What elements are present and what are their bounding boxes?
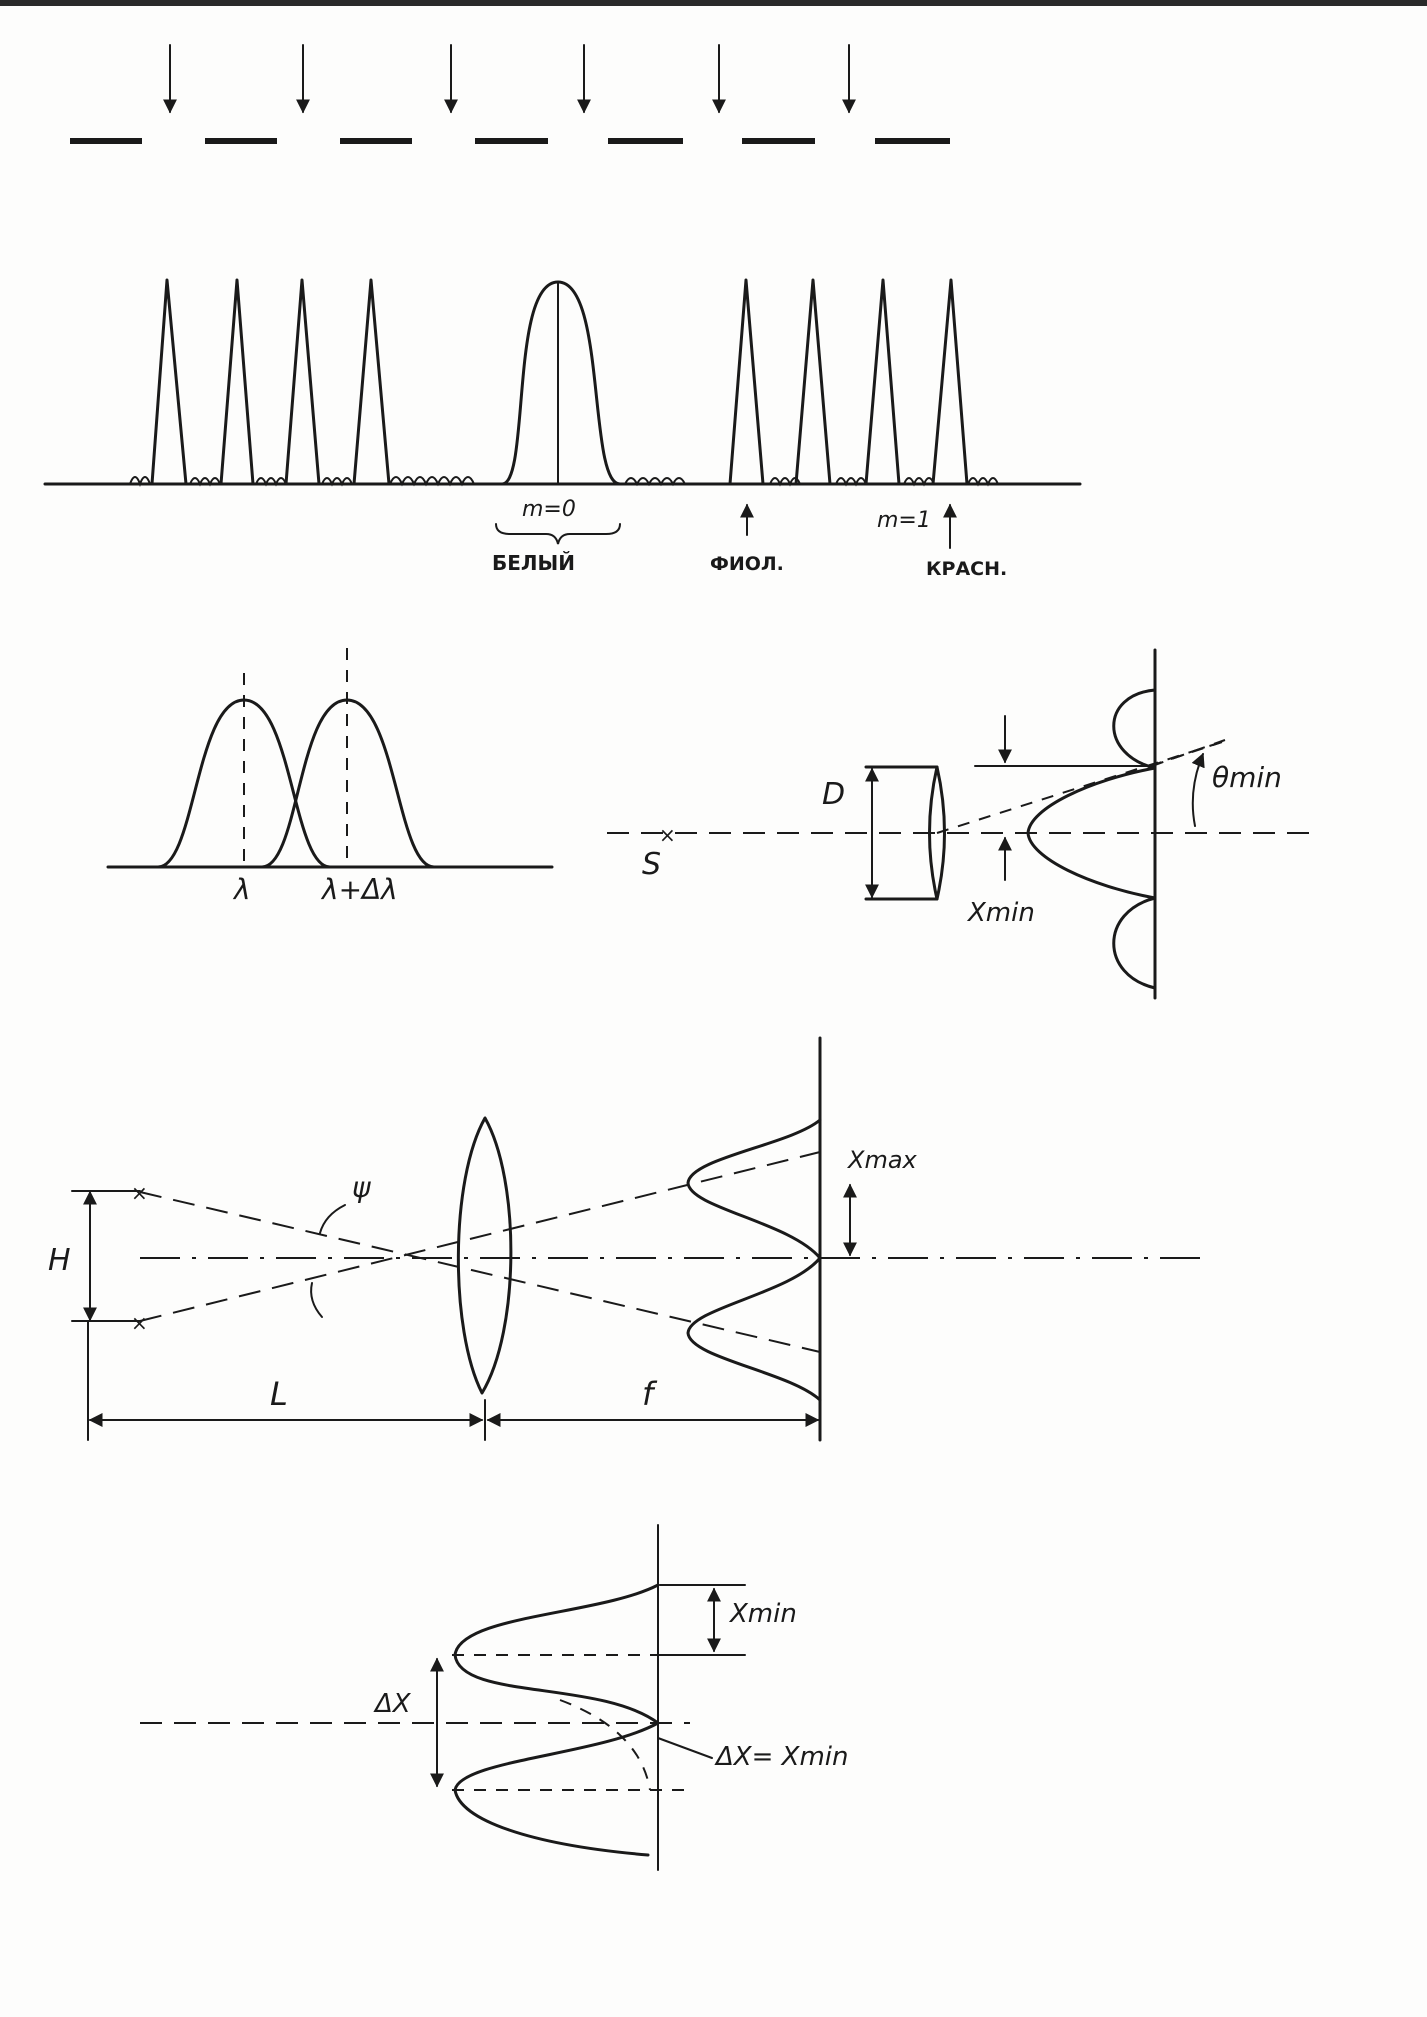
aperture-label: D: [822, 777, 845, 812]
criterion-leader-line: [657, 1737, 713, 1759]
lens-imaging-diagram: × × H ψ Xmax L f: [48, 1036, 1205, 1442]
spectrum-peak: [931, 278, 969, 486]
left-spectrum-peaks: [150, 278, 391, 486]
spectrum-peak: [219, 278, 255, 486]
diffraction-pattern: [1026, 688, 1157, 990]
delta-x-label: ΔX: [373, 1689, 412, 1719]
angle-label: ψ: [352, 1171, 371, 1204]
source-point-icon: ×: [659, 823, 676, 847]
source-point-icon: ×: [131, 1311, 148, 1335]
xmin-label: Xmin: [728, 1599, 797, 1629]
spectrum-peak: [794, 278, 832, 486]
source-point-icon: ×: [131, 1181, 148, 1205]
white-light-label: БЕЛЫЙ: [492, 551, 575, 575]
angle-arc-top: [319, 1204, 346, 1234]
focal-distance-label: f: [642, 1375, 658, 1413]
ray-top-source: [139, 1191, 821, 1353]
profile-top: [453, 1583, 660, 1725]
angle-arc-bottom: [310, 1282, 323, 1318]
grating-spectrum-diagram: m=0 БЕЛЫЙ ФИОЛ. m=1 КРАСН.: [43, 44, 1082, 580]
order-zero-label: m=0: [522, 497, 576, 522]
spectrum-peak: [150, 278, 188, 486]
spectrum-peak: [728, 278, 765, 486]
lambda-label: λ: [232, 873, 251, 906]
profile-tail: [559, 1699, 651, 1791]
rayleigh-criterion-diagram: Xmin ΔX ΔX= Xmin: [140, 1524, 849, 1871]
side-fringes: [129, 476, 999, 487]
violet-label: ФИОЛ.: [710, 553, 784, 575]
lens-surface: [928, 765, 939, 901]
image-pattern-bottom: [686, 1256, 822, 1402]
ray-bottom-source: [139, 1151, 821, 1322]
order-one-label: m=1: [877, 508, 931, 533]
red-label: КРАСН.: [926, 558, 1007, 580]
central-order-brace: [495, 523, 621, 545]
spectrum-peak: [352, 278, 391, 486]
spectrum-peak: [864, 278, 901, 486]
xmin-label: Xmin: [966, 898, 1035, 928]
separation-label: H: [48, 1243, 71, 1278]
central-maximum: [500, 280, 622, 486]
aperture-resolution-diagram: S × D Xmin θmin: [607, 648, 1320, 1000]
spectrum-peak: [284, 278, 321, 486]
theta-label: θmin: [1212, 761, 1282, 794]
xmax-label: Xmax: [846, 1146, 918, 1174]
source-label: S: [642, 847, 661, 882]
criterion-label: ΔX= Xmin: [714, 1742, 849, 1772]
theta-angle-arc: [1191, 752, 1205, 827]
image-pattern-top: [686, 1118, 822, 1260]
resolution-lines-diagram: λ λ+Δλ: [106, 648, 554, 906]
profile-bottom: [453, 1721, 660, 1857]
right-spectrum-peaks: [728, 278, 969, 486]
aperture-lens: [864, 765, 946, 901]
lambda-plus-label: λ+Δλ: [320, 873, 398, 906]
object-distance-label: L: [270, 1375, 288, 1413]
converging-lens: [456, 1116, 513, 1395]
incident-light-arrows: [163, 44, 856, 114]
